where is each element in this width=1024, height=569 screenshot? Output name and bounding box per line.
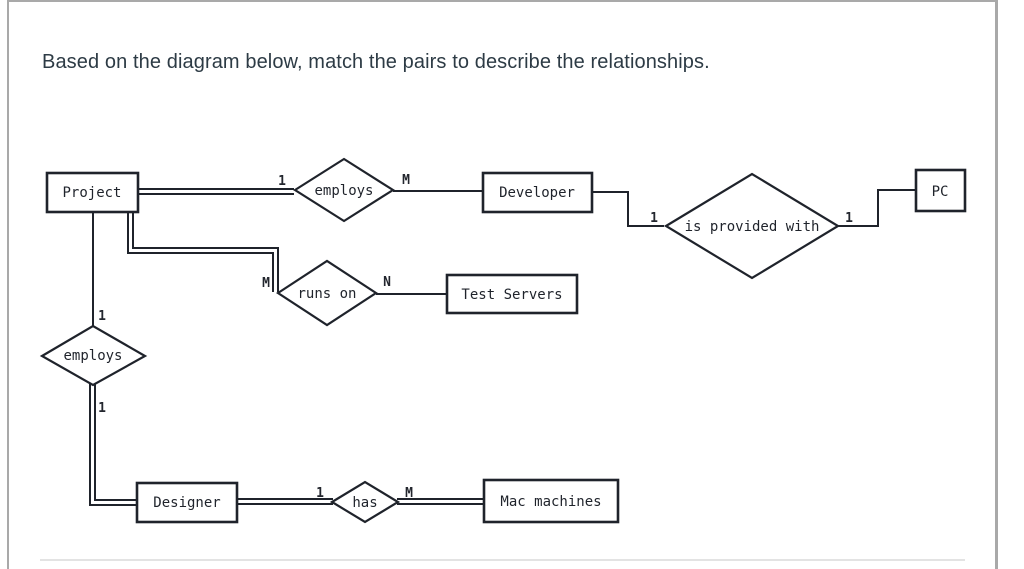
relation-has: has bbox=[329, 480, 401, 524]
card-border-right bbox=[995, 0, 998, 569]
relation-label: employs bbox=[314, 183, 373, 199]
relation-runs-on: runs on bbox=[275, 259, 379, 327]
connector-employs-designer bbox=[89, 384, 137, 506]
relation-label: employs bbox=[63, 348, 122, 364]
entity-mac-machines: Mac machines bbox=[482, 478, 620, 524]
connector-designer-has bbox=[237, 498, 333, 505]
entity-label: Designer bbox=[153, 495, 220, 511]
entity-pc: PC bbox=[914, 168, 967, 213]
relation-label: runs on bbox=[297, 286, 356, 302]
entity-label: Mac machines bbox=[500, 494, 601, 510]
cardinality-runson-testservers: N bbox=[383, 275, 391, 290]
entity-label: Project bbox=[62, 185, 121, 201]
relation-is-provided-with: is provided with bbox=[663, 172, 841, 280]
card-border-left bbox=[7, 0, 9, 569]
entity-designer: Designer bbox=[135, 481, 239, 524]
connector-has-macmachines bbox=[397, 498, 484, 505]
cardinality-designer-has: 1 bbox=[316, 486, 324, 501]
cardinality-developer-isprovided: 1 bbox=[650, 211, 658, 226]
entity-label: PC bbox=[932, 184, 949, 200]
cardinality-has-mac: M bbox=[405, 486, 413, 501]
cardinality-project-employs: 1 bbox=[278, 174, 286, 189]
card-border-top bbox=[7, 0, 998, 2]
relation-employs-designer: employs bbox=[39, 324, 148, 387]
question-text: Based on the diagram below, match the pa… bbox=[42, 51, 710, 73]
relation-employs-developer: employs bbox=[292, 157, 396, 223]
entity-label: Developer bbox=[499, 185, 575, 201]
connector-project-runson bbox=[127, 212, 279, 292]
bottom-divider bbox=[40, 559, 965, 561]
entity-project: Project bbox=[45, 171, 140, 214]
connector-isprovidedwith-pc bbox=[838, 189, 916, 227]
cardinality-isprovided-pc: 1 bbox=[845, 211, 853, 226]
relation-label: has bbox=[352, 495, 377, 511]
cardinality-employs-developer: M bbox=[402, 173, 410, 188]
entity-label: Test Servers bbox=[461, 287, 562, 303]
connector-developer-isprovidedwith bbox=[592, 191, 664, 227]
entity-test-servers: Test Servers bbox=[445, 273, 579, 315]
connector-project-employs-developer bbox=[138, 188, 294, 195]
relation-label: is provided with bbox=[685, 219, 820, 235]
cardinality-employs-designer: 1 bbox=[98, 401, 106, 416]
cardinality-project-runson: M bbox=[262, 276, 270, 291]
entity-developer: Developer bbox=[481, 171, 594, 214]
cardinality-project-employs-designer: 1 bbox=[98, 309, 106, 324]
